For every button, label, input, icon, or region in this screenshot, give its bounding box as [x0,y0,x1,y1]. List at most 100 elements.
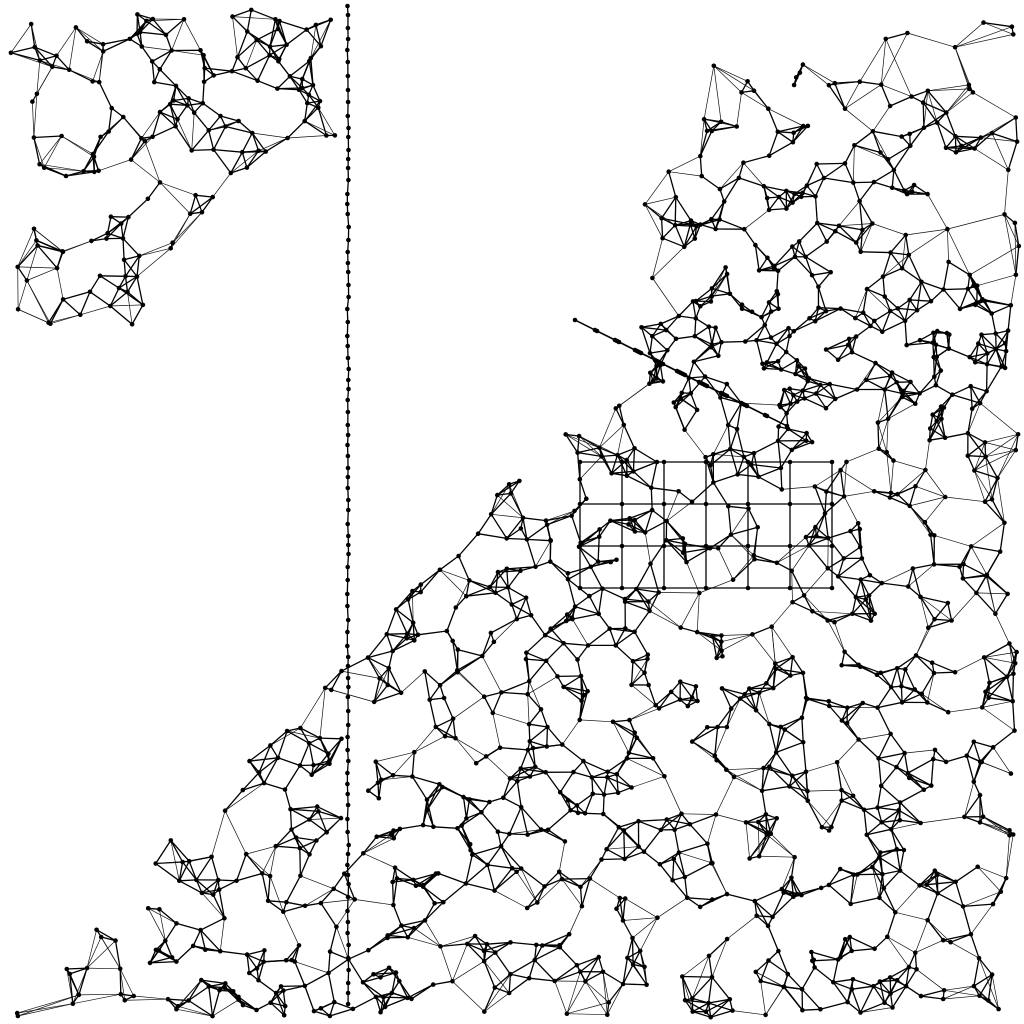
graph-edge [299,743,310,766]
graph-edge [277,60,291,77]
graph-edge [841,789,865,811]
graph-node [346,967,351,973]
graph-node [888,684,894,690]
graph-edge [465,864,489,884]
graph-edge [726,383,742,404]
graph-edge [688,377,692,394]
graph-edge [781,486,815,490]
graph-node [548,559,553,564]
graph-node [779,886,785,892]
graph-edge [120,223,124,239]
graph-node [745,79,750,84]
graph-node [739,90,744,95]
graph-node [680,550,686,555]
graph-edge [635,588,651,612]
graph-node [828,269,833,275]
graph-edge [507,586,527,599]
graph-edge [378,779,382,799]
graph-node [1005,328,1011,333]
graph-node [524,537,530,542]
graph-edge [829,705,848,709]
graph-node [709,128,715,134]
graph-node [858,249,863,255]
graph-edge [922,102,947,114]
graph-node [329,687,334,693]
graph-node [345,603,350,609]
graph-edge [828,705,843,721]
graph-edge [920,281,932,302]
graph-node [789,447,795,453]
graph-edge [195,879,203,894]
graph-node [307,817,312,822]
graph-node [247,970,252,976]
graph-node [775,438,781,444]
graph-edge [146,20,167,36]
graph-node [289,827,294,832]
graph-edge [327,738,342,755]
graph-node [805,378,811,384]
graph-edge [802,1008,821,1011]
graph-edge [572,760,584,773]
graph-node [762,322,768,328]
graph-edge [347,509,349,525]
graph-node [997,549,1003,554]
graph-node [943,145,949,151]
graph-node [518,866,524,871]
graph-node [684,559,689,565]
graph-node [296,943,302,948]
graph-node [28,21,34,27]
graph-node [411,877,416,883]
graph-node [976,955,982,961]
graph-edge [102,38,130,45]
graph-edge [559,771,574,793]
graph-node [791,82,797,88]
graph-node [206,984,212,989]
graph-edge [971,545,1001,553]
graph-edge [275,992,286,1007]
graph-edge [727,506,732,535]
graph-node [993,611,998,616]
graph-node [952,669,958,675]
graph-edge [597,536,600,562]
graph-edge [866,375,891,381]
graph-edge [919,332,934,341]
graph-node [346,237,351,243]
graph-edge [452,718,457,739]
graph-node [94,927,99,933]
graph-edge [851,948,875,952]
graph-node [826,882,832,888]
graph-node [350,1006,356,1012]
graph-node [888,490,894,496]
graph-node [346,294,351,300]
graph-edge [945,496,986,503]
graph-node [776,306,781,312]
graph-node [575,657,580,662]
graph-node [415,632,421,638]
graph-edge [755,692,760,711]
graph-edge [516,597,527,620]
graph-edge [170,211,203,249]
graph-edge [443,697,454,719]
graph-edge [631,937,641,952]
graph-edge [258,979,277,994]
graph-node [918,993,924,999]
graph-node [548,626,553,631]
graph-edge [516,781,522,808]
graph-edge [136,255,140,277]
graph-edge [850,874,855,904]
graph-node [345,201,350,207]
graph-edge [851,351,876,364]
graph-edge [760,960,770,982]
graph-edge [422,886,444,903]
graph-node [505,585,511,590]
graph-node [292,959,298,964]
graph-node [986,998,991,1003]
graph-edge [877,422,880,449]
graph-edge [790,877,803,896]
graph-edge [414,726,437,753]
graph-node [864,286,870,292]
graph-node [346,147,351,153]
graph-node [777,402,782,408]
graph-edge [983,22,1014,35]
graph-node [629,785,634,790]
